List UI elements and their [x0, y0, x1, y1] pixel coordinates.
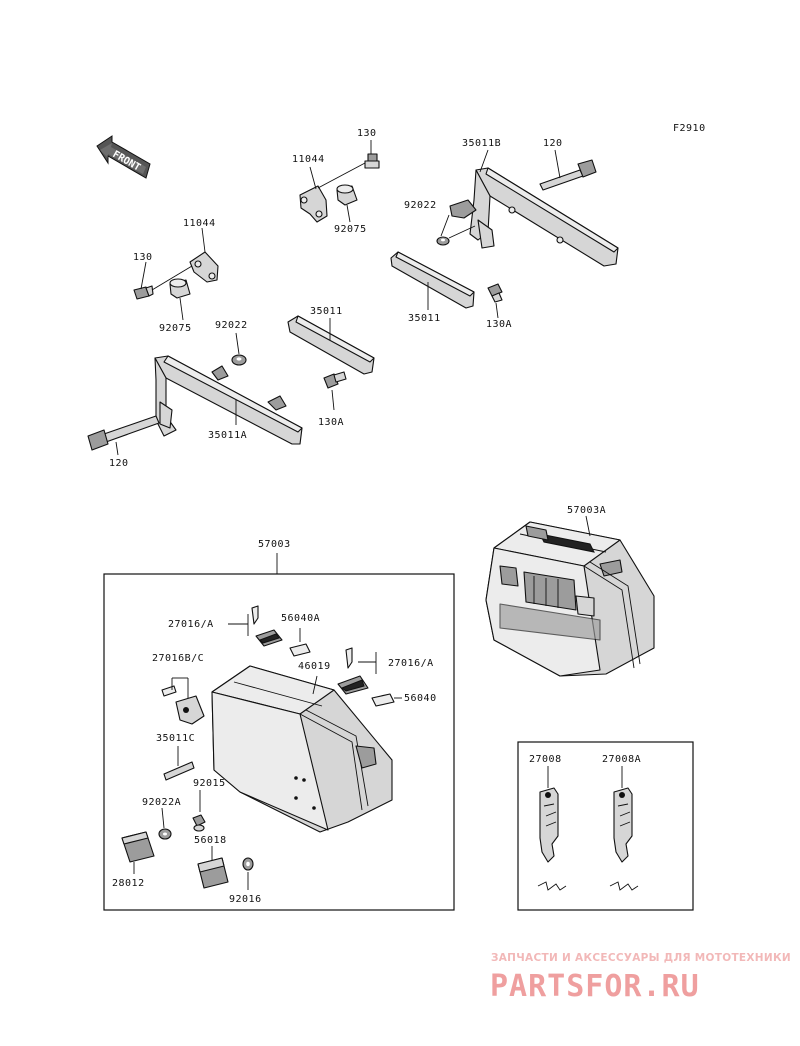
bracket-11044-top — [299, 185, 328, 223]
label-92016: 92016 — [229, 894, 262, 905]
frame-keys — [517, 741, 694, 911]
key-27008A — [609, 787, 639, 891]
label-130-top: 130 — [357, 128, 377, 139]
label-35011A: 35011A — [208, 430, 247, 441]
label-28012: 28012 — [112, 878, 145, 889]
carrier-35011B — [449, 167, 619, 267]
label-35011B: 35011B — [462, 138, 501, 149]
plate-56040A — [289, 643, 311, 657]
label-35011C: 35011C — [156, 733, 195, 744]
side-case-57003A — [485, 521, 655, 677]
carrier-35011A — [154, 355, 303, 445]
label-92022-top: 92022 — [404, 200, 437, 211]
label-120-top: 120 — [543, 138, 563, 149]
label-57003A: 57003A — [567, 505, 606, 516]
label-92022A: 92022A — [142, 797, 181, 808]
washer-92022-top — [436, 236, 450, 246]
label-56040A: 56040A — [281, 613, 320, 624]
bracket-11044-left — [189, 251, 219, 283]
reflector-28012 — [121, 831, 155, 863]
label-130A-top: 130A — [486, 319, 512, 330]
label-35011-mid: 35011 — [310, 306, 343, 317]
bolt-120-top — [539, 159, 597, 191]
bolt-130A-mid — [323, 371, 347, 389]
washer-92022A — [158, 828, 172, 840]
label-92022-mid: 92022 — [215, 320, 248, 331]
label-130-left: 130 — [133, 252, 153, 263]
label-11044-top: 11044 — [292, 154, 325, 165]
label-130A-mid: 130A — [318, 417, 344, 428]
key-clip-27016A-right — [337, 647, 369, 695]
bolt-130-top — [364, 153, 380, 169]
bolt-120-bottom — [87, 415, 160, 451]
washer-92022-mid — [231, 354, 247, 366]
rod-35011C — [163, 761, 195, 781]
damper-92075-left — [169, 278, 191, 299]
label-46019: 46019 — [298, 661, 331, 672]
bolt-130-left — [133, 285, 154, 300]
nut-92016 — [242, 857, 254, 871]
label-56040: 56040 — [404, 693, 437, 704]
front-arrow-icon: FRONT — [96, 135, 151, 179]
key-27008 — [537, 787, 567, 891]
label-27008: 27008 — [529, 754, 562, 765]
frame-57003 — [103, 573, 455, 911]
label-27016A-right: 27016/A — [388, 658, 434, 669]
label-56018: 56018 — [194, 835, 227, 846]
label-27008A: 27008A — [602, 754, 641, 765]
stay-35011-top — [390, 251, 475, 309]
label-57003: 57003 — [258, 539, 291, 550]
lock-27016BC — [161, 685, 205, 725]
side-case-46019 — [211, 665, 393, 833]
nut-92015 — [192, 814, 206, 832]
watermark-brand: PARTSFOR.RU — [490, 969, 700, 1004]
label-11044-left: 11044 — [183, 218, 216, 229]
plate-56040 — [371, 693, 395, 707]
label-27016BC: 27016B/C — [152, 653, 204, 664]
label-35011-top: 35011 — [408, 313, 441, 324]
label-27016A-left: 27016/A — [168, 619, 214, 630]
label-92015: 92015 — [193, 778, 226, 789]
label-92075-left: 92075 — [159, 323, 192, 334]
key-clip-27016A-left — [251, 605, 283, 647]
damper-92075-top — [336, 184, 358, 206]
pad-56018 — [197, 857, 229, 889]
watermark-tagline: ЗАПЧАСТИ И АКСЕССУАРЫ ДЛЯ МОТОТЕХНИКИ — [491, 952, 791, 964]
label-92075-top: 92075 — [334, 224, 367, 235]
bolt-130A-top — [487, 283, 503, 303]
figure-code: F2910 — [673, 123, 706, 134]
label-120-bottom: 120 — [109, 458, 129, 469]
stay-35011-mid — [287, 315, 375, 375]
